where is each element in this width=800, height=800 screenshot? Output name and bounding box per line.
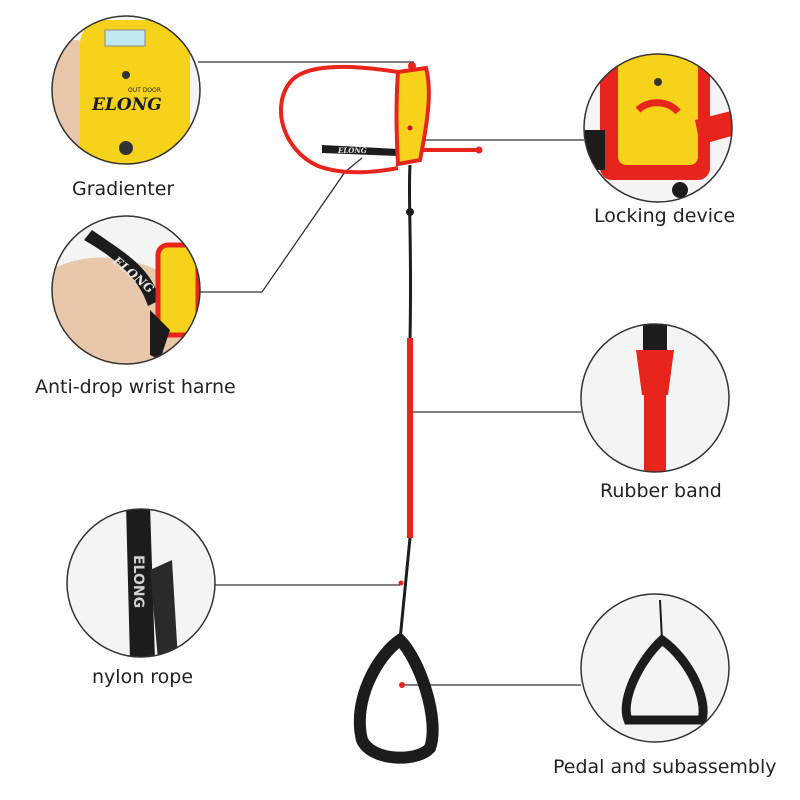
gradienter-logo-subtext: OUT DOOR: [128, 87, 161, 94]
detail-pedal: [580, 593, 730, 743]
detail-nylon-rope: ELONG: [66, 508, 216, 658]
label-pedal: Pedal and subassembly: [553, 756, 777, 778]
rope-upper: [407, 164, 413, 341]
detail-rubber-band: [580, 323, 730, 473]
locking-handle: [394, 65, 431, 167]
label-wrist-harness: Anti-drop wrist harne: [35, 376, 236, 398]
rubber-band: [407, 338, 413, 538]
label-rubber-band: Rubber band: [600, 480, 722, 502]
rope-lower: [398, 537, 412, 641]
rope-print-text: ELONG: [130, 555, 146, 608]
wrist-strap: [322, 145, 398, 156]
gradienter-logo-text: ELONG: [91, 95, 162, 115]
label-locking-device: Locking device: [594, 205, 736, 227]
label-gradienter: Gradienter: [72, 178, 175, 200]
pedal-loop: [353, 632, 439, 764]
detail-wrist-harness: ELONG: [51, 215, 201, 365]
leader-wrist: [198, 157, 363, 293]
label-nylon-rope: nylon rope: [92, 666, 194, 688]
training-rope-product: ELONG: [279, 62, 483, 764]
detail-gradienter: ELONG OUT DOOR: [51, 15, 201, 165]
detail-locking-device: [583, 53, 733, 203]
leader-lines: [198, 61, 584, 686]
strap-logo-text: ELONG: [337, 146, 367, 155]
